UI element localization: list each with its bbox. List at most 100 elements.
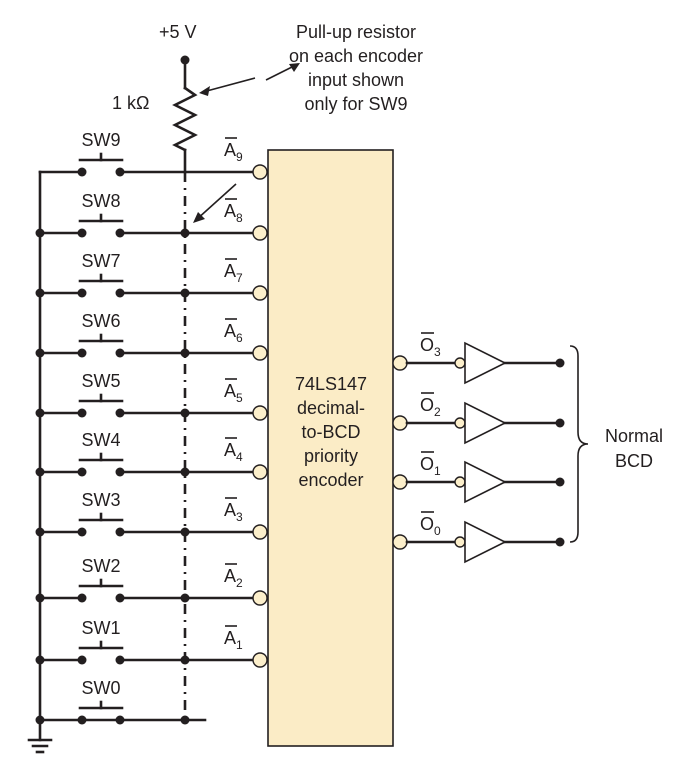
- inverter-triangle: [464, 520, 507, 564]
- input-label-sub: 9: [236, 150, 243, 164]
- inverter-triangle: [464, 401, 507, 445]
- output-label: O1: [420, 454, 441, 478]
- output-label: O3: [420, 335, 441, 359]
- input-label-base: A: [224, 440, 236, 460]
- supply-label: +5 V: [159, 22, 197, 42]
- output-bubble: [392, 474, 408, 490]
- inverter-bubble: [454, 476, 466, 488]
- note-arrow-sw8: [195, 183, 237, 221]
- input-bubble: [252, 405, 268, 421]
- input-label-base: A: [224, 261, 236, 281]
- output-label-base: O: [420, 514, 434, 534]
- input-bubble: [252, 524, 268, 540]
- note-arrow-resistor: [202, 77, 256, 93]
- switch-row: SW6: [35, 311, 260, 358]
- input-label-base: A: [224, 321, 236, 341]
- chip-label-line: encoder: [298, 470, 363, 490]
- note-arrowhead: [289, 63, 300, 72]
- output-label-sub: 0: [434, 524, 441, 538]
- junction-dot: [180, 288, 190, 298]
- input-label: A4: [224, 440, 243, 464]
- inverter-bubble: [454, 417, 466, 429]
- output-bubble: [392, 415, 408, 431]
- input-bubble: [252, 164, 268, 180]
- switch-label: SW4: [81, 430, 120, 450]
- output-bubble: [392, 355, 408, 371]
- switch-label: SW6: [81, 311, 120, 331]
- output-terminal: [555, 418, 565, 428]
- note-arrowhead: [199, 86, 210, 96]
- switch-label: SW1: [81, 618, 120, 638]
- output-label: O0: [420, 514, 441, 538]
- input-label: A8: [224, 201, 243, 225]
- ground-symbol: [27, 738, 53, 754]
- resistor-label: 1 kΩ: [112, 93, 149, 113]
- junction-dot: [35, 527, 45, 537]
- inverter-bubble: [454, 357, 466, 369]
- input-label: A3: [224, 500, 243, 524]
- input-label-sub: 6: [236, 331, 243, 345]
- junction-dot: [180, 467, 190, 477]
- input-bubble: [252, 464, 268, 480]
- input-label-sub: 8: [236, 211, 243, 225]
- switch-row: SW8: [35, 191, 260, 238]
- junction-dot: [35, 288, 45, 298]
- input-label: A2: [224, 566, 243, 590]
- input-label: A7: [224, 261, 243, 285]
- chip-label-line: to-BCD: [301, 422, 360, 442]
- pullup-note: Pull-up resistor on each encoder input s…: [289, 22, 423, 114]
- junction-dot: [180, 655, 190, 665]
- chip-label-line: 74LS147: [295, 374, 367, 394]
- input-label-base: A: [224, 566, 236, 586]
- output-bubble: [392, 534, 408, 550]
- inverter-triangle: [464, 341, 507, 385]
- junction-dot: [180, 348, 190, 358]
- switch-label: SW7: [81, 251, 120, 271]
- input-label: A1: [224, 628, 243, 652]
- junction-dot: [180, 715, 190, 725]
- junction-dot: [35, 228, 45, 238]
- output-terminal: [555, 477, 565, 487]
- switch-row: SW5: [35, 371, 260, 418]
- input-label-sub: 7: [236, 271, 243, 285]
- switch-row: SW9: [38, 130, 260, 177]
- input-bubble: [252, 590, 268, 606]
- output-label-base: O: [420, 395, 434, 415]
- output-brace: [569, 345, 589, 543]
- input-bubble: [252, 652, 268, 668]
- input-label-base: A: [224, 500, 236, 520]
- switch-row: SW7: [35, 251, 260, 298]
- input-label: A5: [224, 381, 243, 405]
- input-bubble: [252, 225, 268, 241]
- switch-row: SW3: [35, 490, 260, 537]
- junction-dot: [180, 408, 190, 418]
- junction-dot: [35, 467, 45, 477]
- junction-dot: [35, 593, 45, 603]
- junction-dot: [35, 715, 45, 725]
- switch-row: SW1: [35, 618, 260, 665]
- switch-label: SW8: [81, 191, 120, 211]
- input-label-sub: 5: [236, 391, 243, 405]
- junction-dot: [35, 408, 45, 418]
- input-label-base: A: [224, 628, 236, 648]
- input-label-base: A: [224, 140, 236, 160]
- input-label-sub: 3: [236, 510, 243, 524]
- input-label-sub: 1: [236, 638, 243, 652]
- output-label-base: O: [420, 454, 434, 474]
- pullup-resistor: [172, 86, 198, 152]
- switch-row: SW4: [35, 430, 260, 477]
- output-label: O2: [420, 395, 441, 419]
- note-line: only for SW9: [304, 94, 407, 114]
- output-label-line: BCD: [615, 451, 653, 471]
- switch-contact: [77, 715, 87, 725]
- input-label-base: A: [224, 381, 236, 401]
- note-arrowhead: [193, 212, 205, 223]
- note-line: input shown: [308, 70, 404, 90]
- note-line: Pull-up resistor: [296, 22, 416, 42]
- switch-contact: [115, 715, 125, 725]
- junction-dot: [35, 348, 45, 358]
- output-terminal: [555, 537, 565, 547]
